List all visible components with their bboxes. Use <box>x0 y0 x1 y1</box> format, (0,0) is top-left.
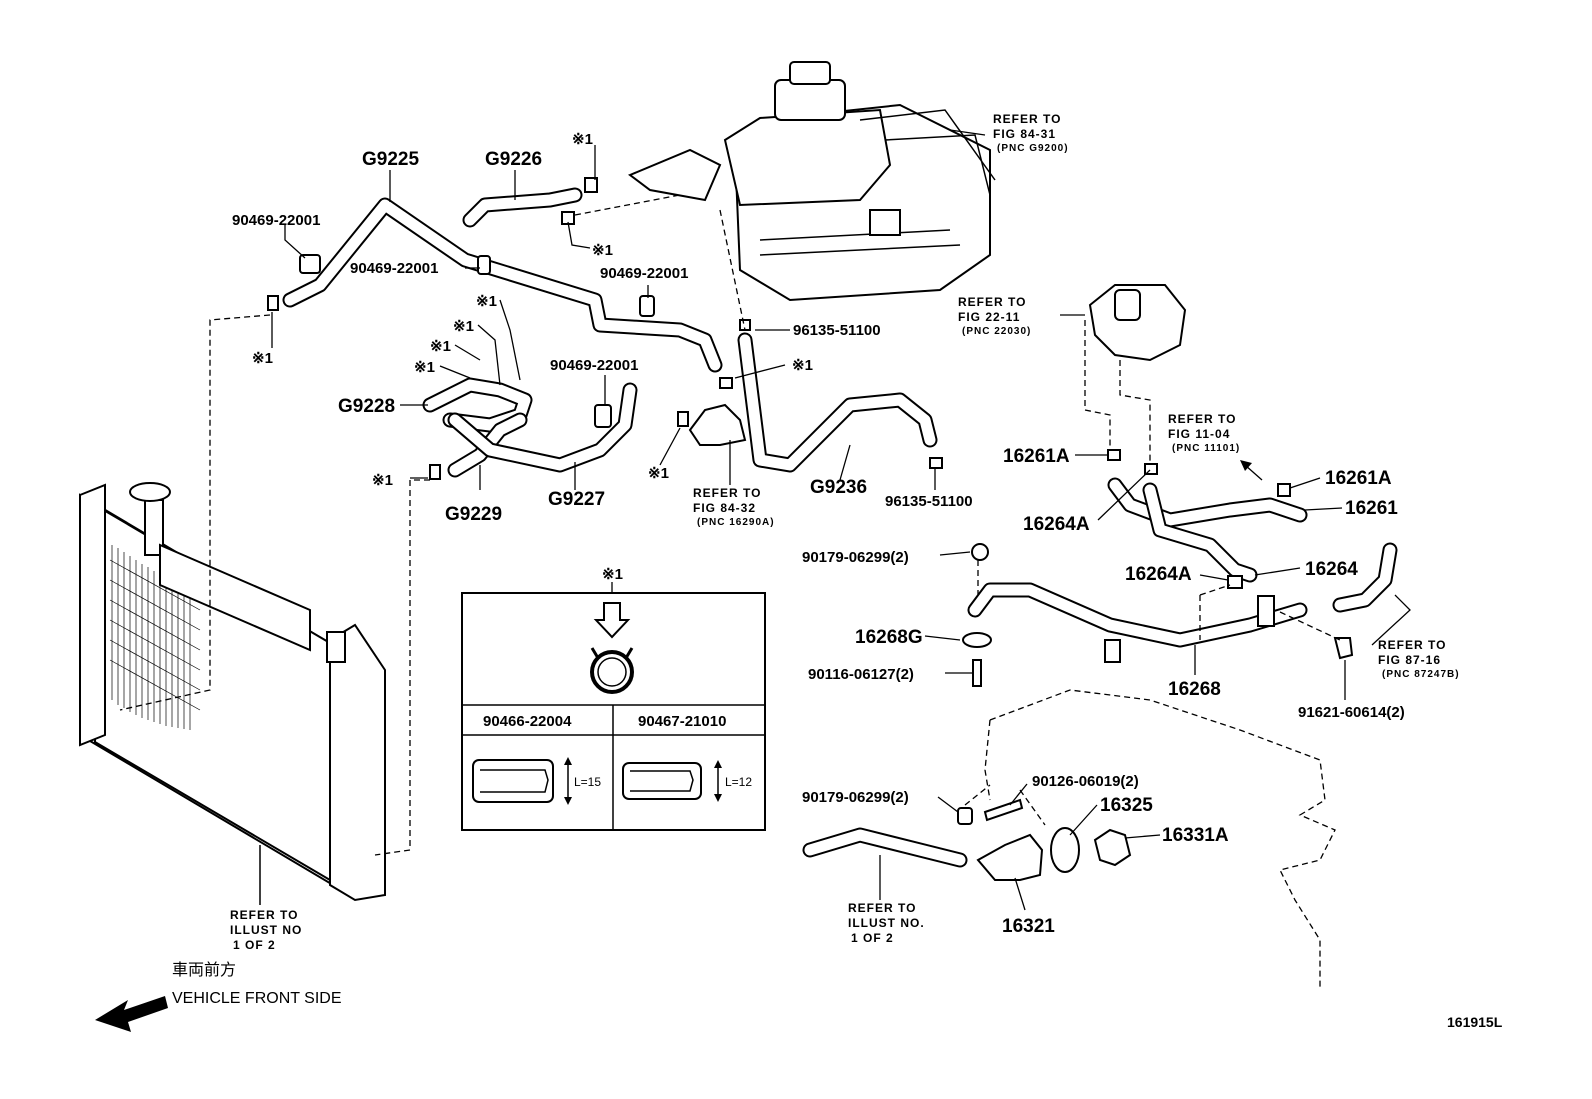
label-16264a-a: 16264A <box>1023 514 1090 535</box>
mark-2: ※1 <box>592 242 613 259</box>
mark-7: ※1 <box>414 359 435 376</box>
mark-3: ※1 <box>252 350 273 367</box>
label-91621: 91621-60614(2) <box>1298 704 1405 721</box>
label-16261a-b: 16261A <box>1325 468 1392 489</box>
label-g9227: G9227 <box>548 489 605 510</box>
label-g9226: G9226 <box>485 149 542 170</box>
svg-text:REFER TO: REFER TO <box>848 901 916 915</box>
mark-5: ※1 <box>453 318 474 335</box>
svg-text:FIG 22-11: FIG 22-11 <box>958 310 1020 324</box>
label-90469-d: 90469-22001 <box>550 357 638 374</box>
fittings <box>267 177 1354 990</box>
label-g9225: G9225 <box>362 149 419 170</box>
clamp-b-section-icon <box>622 760 722 802</box>
ref-fig-84-32: REFER TO FIG 84-32 (PNC 16290A) <box>693 486 775 528</box>
hose-clamp-icon <box>590 647 634 694</box>
connection-lines <box>119 194 1341 856</box>
vehicle-front-indicator: 車両前方 VEHICLE FRONT SIDE <box>95 961 342 1032</box>
radiator-core-fins <box>109 545 201 730</box>
label-90469-c: 90469-22001 <box>600 265 688 282</box>
label-g9228: G9228 <box>338 396 395 417</box>
label-16261: 16261 <box>1345 498 1398 519</box>
figure-id: 161915L <box>1447 1014 1503 1030</box>
label-g9236: G9236 <box>810 477 867 498</box>
svg-text:REFER TO: REFER TO <box>1378 638 1446 652</box>
label-g9229: G9229 <box>445 504 502 525</box>
reference-notes: REFER TO FIG 84-31 (PNC G9200) REFER TO … <box>230 112 1460 952</box>
detail-mark: ※1 <box>602 566 623 583</box>
svg-text:(PNC G9200): (PNC G9200) <box>997 143 1069 154</box>
svg-text:(PNC 16290A): (PNC 16290A) <box>697 517 775 528</box>
label-90179-a: 90179-06299(2) <box>802 549 909 566</box>
ref-fig-11-04: REFER TO FIG 11-04 (PNC 11101) <box>1168 412 1240 454</box>
label-16325: 16325 <box>1100 795 1153 816</box>
svg-text:ILLUST NO.: ILLUST NO. <box>848 916 925 930</box>
leader-lines <box>271 129 1411 911</box>
svg-text:FIG 84-31: FIG 84-31 <box>993 127 1056 141</box>
svg-text:1 OF 2: 1 OF 2 <box>233 938 276 952</box>
label-90179-b: 90179-06299(2) <box>802 789 909 806</box>
part-labels: G9225 G9226 G9228 G9229 G9227 G9236 9046… <box>232 149 1405 937</box>
label-96135-a: 96135-51100 <box>793 322 881 339</box>
mark-9: ※1 <box>372 472 393 489</box>
label-16268: 16268 <box>1168 679 1221 700</box>
label-90126: 90126-06019(2) <box>1032 773 1139 790</box>
label-16321: 16321 <box>1002 916 1055 937</box>
ref-illust-left: REFER TO ILLUST NO 1 OF 2 <box>230 908 302 952</box>
arrow-down-icon <box>593 602 631 639</box>
svg-text:REFER TO: REFER TO <box>958 295 1026 309</box>
clamp-b-length: L=12 <box>725 775 752 789</box>
ref-fig-87-16: REFER TO FIG 87-16 (PNC 87247B) <box>1378 638 1460 680</box>
clamp-detail-box: ※1 90466-22004 90467-21010 L=15 <box>461 566 766 831</box>
front-label-en: VEHICLE FRONT SIDE <box>172 990 342 1007</box>
mark-10: ※1 <box>648 465 669 482</box>
reference-marks: ※1 ※1 ※1 ※1 ※1 ※1 ※1 ※1 ※1 ※1 <box>252 131 813 489</box>
svg-text:FIG 84-32: FIG 84-32 <box>693 501 756 515</box>
clamp-a-number: 90466-22004 <box>483 713 572 730</box>
svg-text:REFER TO: REFER TO <box>693 486 761 500</box>
ref-fig-22-11: REFER TO FIG 22-11 (PNC 22030) <box>958 295 1031 337</box>
clamp-b-number: 90467-21010 <box>638 713 726 730</box>
svg-text:REFER TO: REFER TO <box>230 908 298 922</box>
svg-text:(PNC 11101): (PNC 11101) <box>1172 443 1240 454</box>
label-90469-b: 90469-22001 <box>350 260 438 277</box>
svg-text:(PNC 87247B): (PNC 87247B) <box>1382 669 1460 680</box>
mark-1: ※1 <box>572 131 593 148</box>
label-90116: 90116-06127(2) <box>808 666 914 683</box>
svg-text:REFER TO: REFER TO <box>993 112 1061 126</box>
label-16264: 16264 <box>1305 559 1358 580</box>
ref-fig-84-31: REFER TO FIG 84-31 (PNC G9200) <box>993 112 1069 154</box>
mark-8: ※1 <box>792 357 813 374</box>
clamp-a-section-icon <box>472 757 572 805</box>
svg-text:(PNC 22030): (PNC 22030) <box>962 326 1031 337</box>
mark-6: ※1 <box>430 338 451 355</box>
svg-text:FIG 87-16: FIG 87-16 <box>1378 653 1441 667</box>
front-arrow-icon <box>95 996 168 1032</box>
mark-4: ※1 <box>476 293 497 310</box>
front-label-jp: 車両前方 <box>172 961 236 979</box>
svg-text:ILLUST NO: ILLUST NO <box>230 923 302 937</box>
svg-text:FIG 11-04: FIG 11-04 <box>1168 427 1230 441</box>
svg-text:1 OF 2: 1 OF 2 <box>851 931 894 945</box>
label-90469-a: 90469-22001 <box>232 212 320 229</box>
label-16331a: 16331A <box>1162 825 1229 846</box>
svg-text:REFER TO: REFER TO <box>1168 412 1236 426</box>
clamp-a-length: L=15 <box>574 775 601 789</box>
label-16268g: 16268G <box>855 627 923 648</box>
reservoir-tank <box>628 61 996 302</box>
label-16261a-a: 16261A <box>1003 446 1070 467</box>
hoses <box>282 187 1398 868</box>
label-96135-b: 96135-51100 <box>885 493 973 510</box>
radiator-assembly <box>79 482 386 905</box>
label-16264a-b: 16264A <box>1125 564 1192 585</box>
ref-illust-right: REFER TO ILLUST NO. 1 OF 2 <box>848 901 925 945</box>
